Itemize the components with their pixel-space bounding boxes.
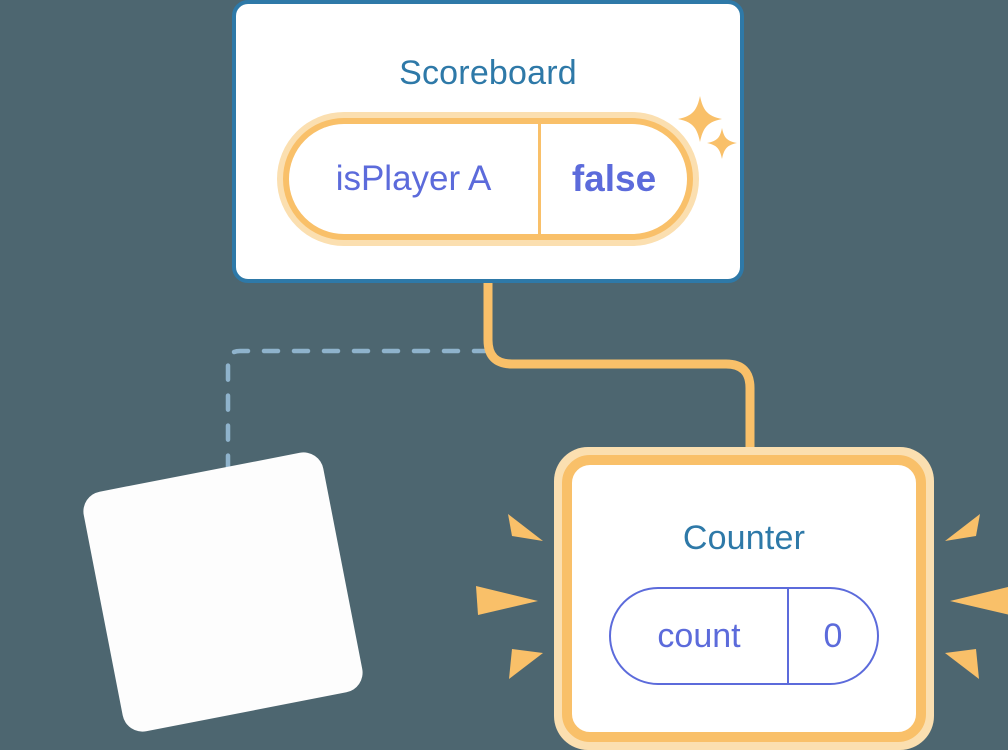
counter-card[interactable]: Counter [554,447,934,750]
scoreboard-prop-pill-body: isPlayer A false [283,118,693,240]
sparkle-large-icon [678,96,722,142]
scoreboard-title: Scoreboard [399,54,577,92]
counter-prop-value: 0 [823,616,843,655]
orange-connector [483,276,755,470]
ray-left-bottom [509,649,543,679]
ray-right-bottom [945,649,979,679]
scoreboard-prop-name: isPlayer A [289,124,541,234]
ray-right-top [945,514,980,541]
scoreboard-prop-pill[interactable]: isPlayer A false [277,112,699,246]
sparkle-small-icon [707,128,737,159]
counter-prop-pill[interactable]: count 0 [609,587,879,685]
scoreboard-prop-value: false [571,158,657,199]
ray-left-mid [476,586,538,615]
ray-right-mid [950,586,1008,615]
counter-title: Counter [682,519,806,557]
ray-left-top [508,514,543,541]
counter-prop-name: count [611,589,789,683]
dashed-connector [225,348,491,481]
